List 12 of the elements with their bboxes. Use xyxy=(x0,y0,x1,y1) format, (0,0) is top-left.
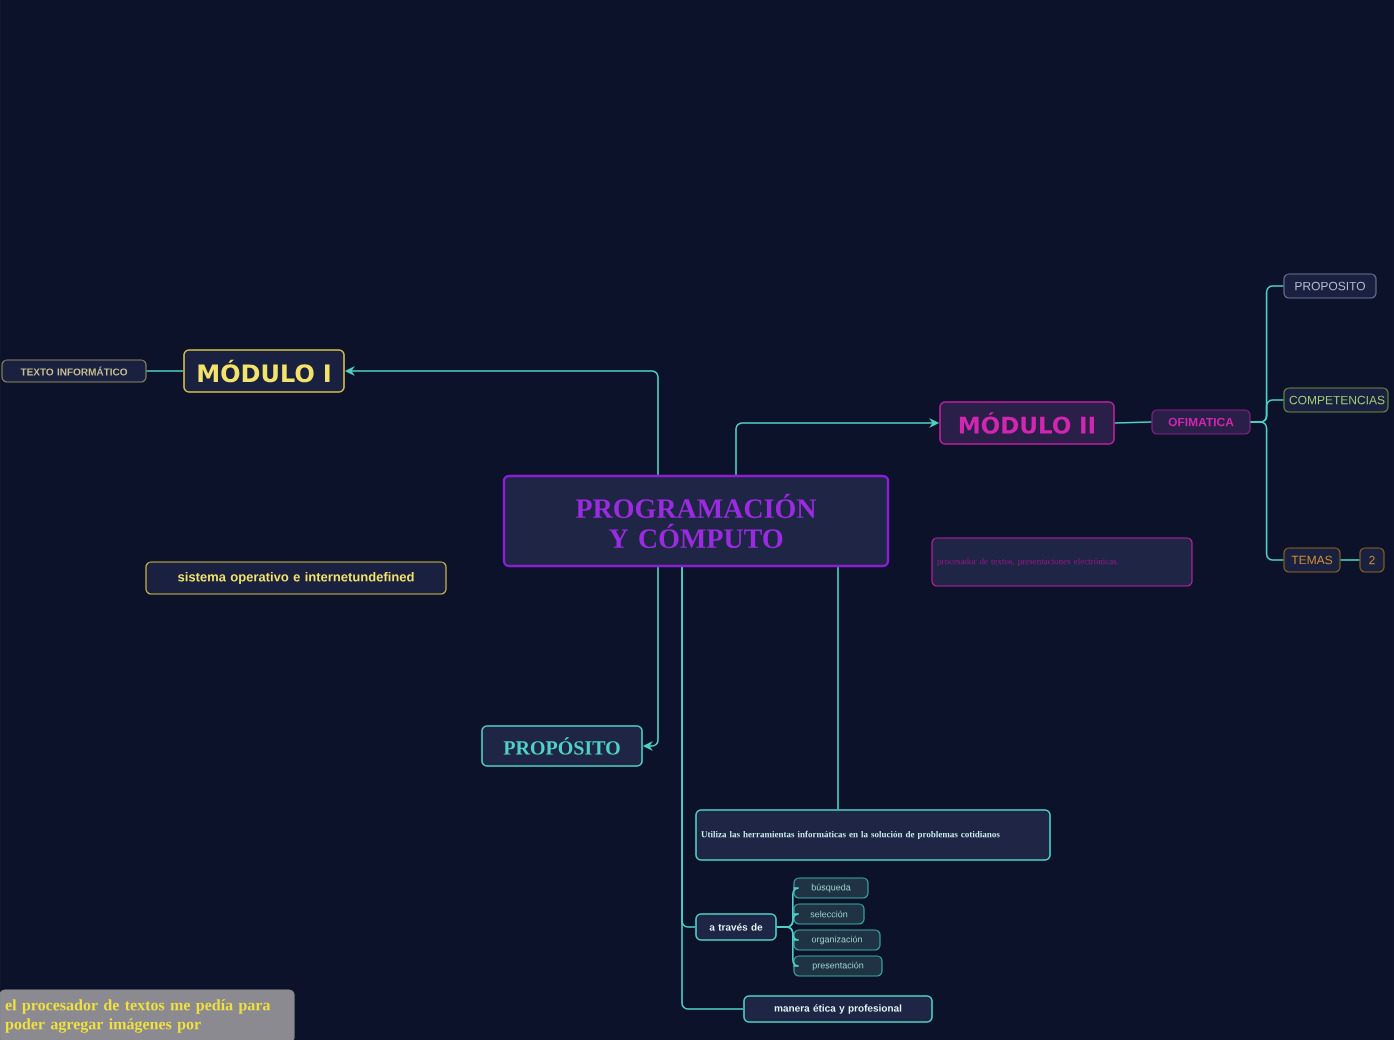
note-box: el procesador de textos me pedía para poder agregar imágenes por xyxy=(0,989,295,1040)
topic-box: PROPÓSITO xyxy=(481,725,643,767)
connector xyxy=(776,926,800,967)
connector xyxy=(1249,421,1285,561)
central-topic-box: PROGRAMACIÓN Y CÓMPUTO xyxy=(502,474,890,568)
connector xyxy=(837,566,839,810)
connector xyxy=(145,370,184,372)
connector xyxy=(1114,421,1153,424)
topic-box: MÓDULO II xyxy=(939,401,1115,445)
topic-box: MÓDULO I xyxy=(183,349,345,393)
connector xyxy=(1339,559,1361,561)
connector xyxy=(681,566,744,1010)
